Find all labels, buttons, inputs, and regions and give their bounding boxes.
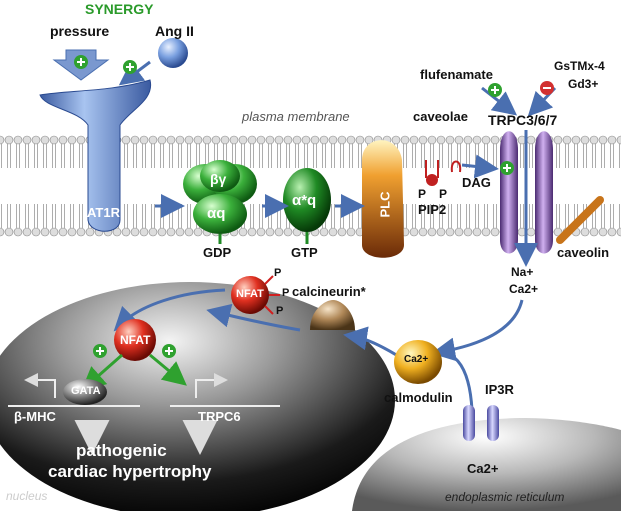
ang-ii-arrow [118, 60, 151, 86]
p-label-5: P [276, 305, 284, 317]
ang-label: Ang II [155, 23, 194, 39]
nfat-nuclear-ball [114, 319, 156, 361]
gaq-gtp [283, 168, 331, 232]
calcineurin-label: calcineurin* [292, 284, 366, 299]
plasma-membrane-label: plasma membrane [242, 109, 350, 124]
er-label: endoplasmic reticulum [445, 490, 565, 504]
calmodulin-ball-label: Ca2+ [404, 354, 429, 365]
plus-badge-flufenamate [488, 83, 502, 97]
calmodulin-ball [394, 340, 442, 384]
ip3r-left [463, 405, 475, 441]
minus-badge-gsmtx [540, 81, 554, 95]
flufenamate-label: flufenamate [420, 67, 493, 82]
endoplasmic-reticulum [352, 418, 621, 511]
pip2-label: PIP2 [418, 202, 447, 217]
gtp-label: GTP [291, 245, 318, 260]
ang-ii-ball [158, 38, 188, 68]
plus-badge-dag [500, 161, 514, 175]
gaq-label: αq [207, 205, 226, 222]
plc-label: PLC [377, 191, 393, 218]
nfat-nuclear-label: NFAT [120, 333, 151, 347]
caveolin-rod [556, 196, 604, 244]
dag-label: DAG [462, 175, 491, 190]
trpc-label: TRPC3/6/7 [488, 112, 558, 128]
plus-badge-trpc6 [162, 344, 176, 358]
caveolae-label: caveolae [413, 109, 468, 124]
calmodulin-label: calmodulin [384, 390, 453, 405]
gd-label: Gd3+ [568, 77, 599, 91]
plus-badge-ang [123, 60, 137, 74]
p-label-4: P [282, 287, 290, 299]
outcome-line2: cardiac hypertrophy [48, 462, 212, 481]
gbg-label: βγ [210, 171, 227, 187]
calcineurin-shape [310, 300, 355, 330]
gdp-label: GDP [203, 245, 232, 260]
caveolin-label: caveolin [557, 245, 610, 260]
na-label: Na+ [511, 265, 534, 279]
ip3r-label: IP3R [485, 382, 514, 397]
nucleus-label: nucleus [6, 489, 48, 503]
ip3r-right [487, 405, 499, 441]
gata-label: GATA [71, 385, 101, 397]
at1r-label: AT1R [87, 205, 120, 220]
gaq-gdp [193, 194, 247, 234]
p-label-3: P [274, 267, 282, 279]
at1r-receptor [39, 79, 152, 232]
gaq-active-label: α*q [292, 192, 317, 209]
plc-enzyme [362, 140, 404, 258]
gbg-top [200, 160, 240, 192]
trpc6-label: TRPC6 [198, 409, 241, 424]
p-label-1: P [418, 187, 427, 201]
trpc-channel-left [500, 131, 518, 254]
pip2-head [426, 174, 438, 186]
ca-label: Ca2+ [509, 282, 539, 296]
plus-badge-pressure [74, 55, 88, 69]
outcome-line1: pathogenic [76, 441, 167, 460]
ca-er-label: Ca2+ [467, 461, 499, 476]
trpc-channel-right [535, 131, 553, 254]
nfat-phospho-ball [231, 276, 269, 314]
gata-ball [63, 379, 107, 405]
pressure-label: pressure [50, 23, 110, 39]
p-label-2: P [439, 187, 448, 201]
bmhc-label: β-MHC [14, 409, 56, 424]
gsmtx-label: GsTMx-4 [554, 59, 605, 73]
synergy-title: SYNERGY [85, 1, 154, 17]
plus-badge-gata [93, 344, 107, 358]
nfat-phospho-label: NFAT [236, 288, 264, 300]
